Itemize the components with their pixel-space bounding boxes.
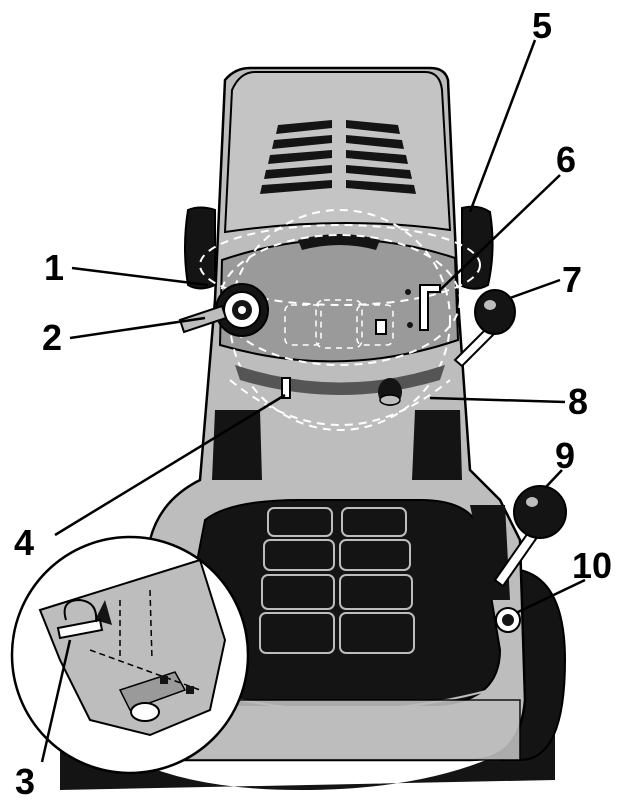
throttle-dot-upper: [405, 289, 411, 295]
leader-8: [429, 396, 566, 404]
dash-inner-dashed-boxes: [284, 299, 394, 349]
leader-5: [468, 39, 537, 213]
hood: [223, 71, 452, 234]
fuel-cap: [495, 607, 521, 633]
rear-ground-shadow: [60, 700, 555, 790]
ignition-knob: [215, 283, 269, 337]
leader-lines: [40, 39, 586, 763]
callout-10: 10: [572, 545, 612, 586]
parking-brake-latch: [281, 377, 291, 399]
leader-1: [71, 266, 209, 287]
steering-column-top: [298, 234, 380, 250]
front-right-tire: [461, 205, 494, 290]
callout-7: 7: [562, 259, 582, 300]
callout-3: 3: [15, 761, 35, 801]
callout-2: 2: [42, 317, 62, 358]
throttle-dot-lower: [407, 322, 413, 328]
callout-9: 9: [555, 435, 575, 476]
leader-6: [439, 174, 561, 291]
left-footwell: [212, 410, 262, 480]
callout-4: 4: [14, 522, 34, 563]
shift-knob-highlight: [526, 497, 538, 507]
front-left-tire: [184, 206, 216, 290]
shift-knob: [513, 485, 567, 539]
throttle-lever: [419, 284, 441, 331]
lift-lever: [453, 289, 516, 368]
callout-5: 5: [532, 5, 552, 46]
callout-8: 8: [568, 381, 588, 422]
right-footwell: [412, 410, 462, 480]
leader-3: [40, 639, 72, 763]
callout-6: 6: [556, 139, 576, 180]
seat-quilting: [259, 507, 415, 654]
hood-vents-left: [260, 120, 332, 194]
leader-2: [69, 316, 206, 340]
hitch-pin-inset: [10, 535, 250, 775]
hood-vents-right: [346, 120, 416, 194]
leader-9: [544, 469, 563, 489]
leader-10: [517, 578, 586, 614]
callout-1: 1: [44, 247, 64, 288]
light-switch: [375, 319, 387, 335]
leader-4: [54, 393, 286, 537]
leader-7: [509, 278, 561, 300]
brake-pedal: [378, 378, 402, 406]
